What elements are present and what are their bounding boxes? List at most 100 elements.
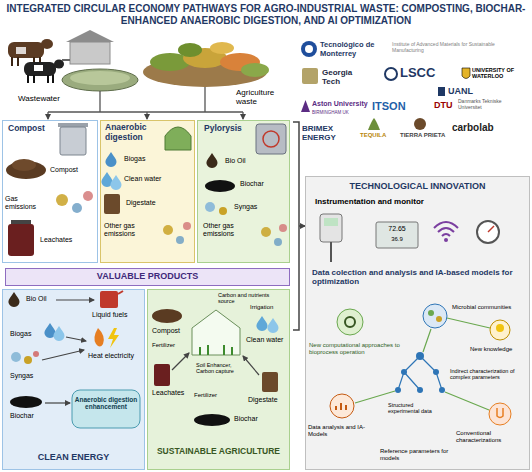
logo-text: LSCC: [400, 66, 456, 81]
network-icons: [423, 304, 447, 328]
network-icons: [497, 408, 503, 418]
item-label: Gas emissions: [5, 195, 45, 211]
diagram-title: INTEGRATED CIRCULAR ECONOMY PATHWAYS FOR…: [6, 3, 526, 26]
logo-text: UANL: [448, 86, 488, 96]
item-label: Heat electricity: [88, 352, 140, 360]
item-label: Compost: [50, 166, 95, 174]
digestion-icons: [101, 127, 191, 244]
instrument-icons: [376, 222, 418, 248]
feed-arrow: [146, 112, 147, 119]
agriculture-icons: [243, 356, 259, 375]
panel-fill: [147, 289, 290, 470]
item-label: Other gas emissions: [203, 222, 258, 238]
item-label: Data analysis and IA-Models: [308, 424, 374, 438]
cow-figure: [24, 62, 56, 76]
network-icons: [428, 310, 434, 316]
panel-box: VALUABLE PRODUCTS: [5, 268, 290, 286]
farm-lagoon: [62, 69, 138, 91]
item-label: Clean water: [246, 336, 290, 344]
clean-energy-icons: [11, 352, 21, 362]
network-icons: [416, 352, 424, 360]
item-label: Biogas: [124, 155, 169, 163]
logo-text: carbolab: [452, 122, 512, 134]
digestion-icons: [110, 175, 121, 190]
network-icons: [395, 387, 401, 393]
compost-icons: [56, 194, 68, 206]
item-label: Digestate: [248, 396, 290, 404]
agriculture-waste-pile: [143, 42, 269, 87]
network-icons: [490, 320, 510, 340]
instrument-icons: [320, 214, 499, 262]
feed-arrow: [242, 112, 243, 119]
item-label: Indirect characterization of complex par…: [450, 368, 524, 381]
item-label: Bio Oil: [225, 157, 280, 165]
farm-lagoon: [66, 30, 114, 42]
instrument-icons: [444, 238, 448, 242]
agriculture-icons: [194, 414, 230, 426]
item-label: Liquid fuels: [92, 311, 142, 319]
panel-fill: [197, 120, 290, 263]
panel-fill: [100, 120, 195, 263]
farm-lagoon: [62, 30, 138, 91]
agriculture-waste-pile: [178, 43, 202, 57]
clean-energy-icons: [108, 328, 119, 348]
panel-box: Pylorysis: [197, 120, 290, 263]
source-label: Agriculture waste: [236, 88, 288, 106]
pyrolysis-icons: [206, 153, 217, 168]
compost-icons: [58, 123, 88, 127]
item-label: Carbon and nutrients source: [218, 292, 286, 305]
network-icons: [496, 324, 504, 332]
logo-mark: [438, 87, 445, 96]
network-icons: [330, 304, 511, 425]
logo-mark: [305, 45, 313, 53]
network-icons: [417, 387, 423, 393]
node-heading: TECHNOLOGICAL INNOVATION: [306, 181, 529, 191]
agriculture-waste-pile: [210, 42, 234, 54]
node-heading: Compost: [8, 124, 68, 134]
feed-arrow: [48, 87, 243, 119]
item-label: New knowledge: [470, 346, 526, 353]
pyrolysis-icons: [205, 180, 235, 192]
panel-fill: [2, 120, 98, 263]
network-icons: [436, 316, 442, 322]
clean-energy-icons: [53, 326, 64, 341]
cow-figure: [34, 65, 43, 71]
pyrolysis-icons: [261, 227, 271, 237]
agriculture-icons: [200, 345, 232, 355]
agriculture-icons: [152, 309, 279, 426]
item-label: Clean water: [124, 175, 189, 183]
item-label: Digestate: [126, 199, 186, 207]
item-label: Leachates: [40, 236, 92, 244]
network-icons: [489, 403, 511, 425]
network-icons: [439, 387, 445, 393]
instrument-icons: [434, 222, 458, 236]
node-heading: Pylorysis: [204, 124, 256, 134]
display-value: 72.65: [376, 225, 418, 233]
logo-text: TIERRA PRIETA: [400, 132, 446, 139]
clean-energy-icons: [24, 356, 32, 364]
agriculture-icons: [154, 364, 170, 386]
network-icons: [336, 403, 346, 410]
network-icons: [355, 318, 490, 410]
farm-lagoon: [62, 59, 70, 61]
panel-fill: [2, 289, 145, 470]
feed-arrow: [47, 112, 48, 119]
instrument-icons: [477, 221, 499, 243]
logo-text: DTU: [434, 100, 456, 110]
pyrolysis-icons: [256, 124, 286, 154]
instrument-icons: [488, 226, 494, 232]
network-icons: [401, 369, 407, 375]
instrument-icons: [330, 242, 332, 262]
logo-text: Institute of Advanced Materials for Sust…: [392, 42, 498, 54]
item-label: Structured experimental data: [388, 402, 446, 415]
item-label: Anaerobic digestion enhancement: [74, 396, 138, 411]
cow-figure: [28, 75, 53, 83]
clean-energy-icons: [72, 390, 140, 428]
logo-text: BRIMEX ENERGY: [302, 124, 358, 142]
logo-text: TEQUILA: [360, 132, 396, 139]
item-label: Bio Oil: [26, 295, 66, 303]
cow-figure: [41, 39, 53, 49]
digestion-icons: [176, 236, 184, 244]
item-label: Biogas: [10, 330, 44, 338]
farm-lagoon: [70, 42, 110, 64]
